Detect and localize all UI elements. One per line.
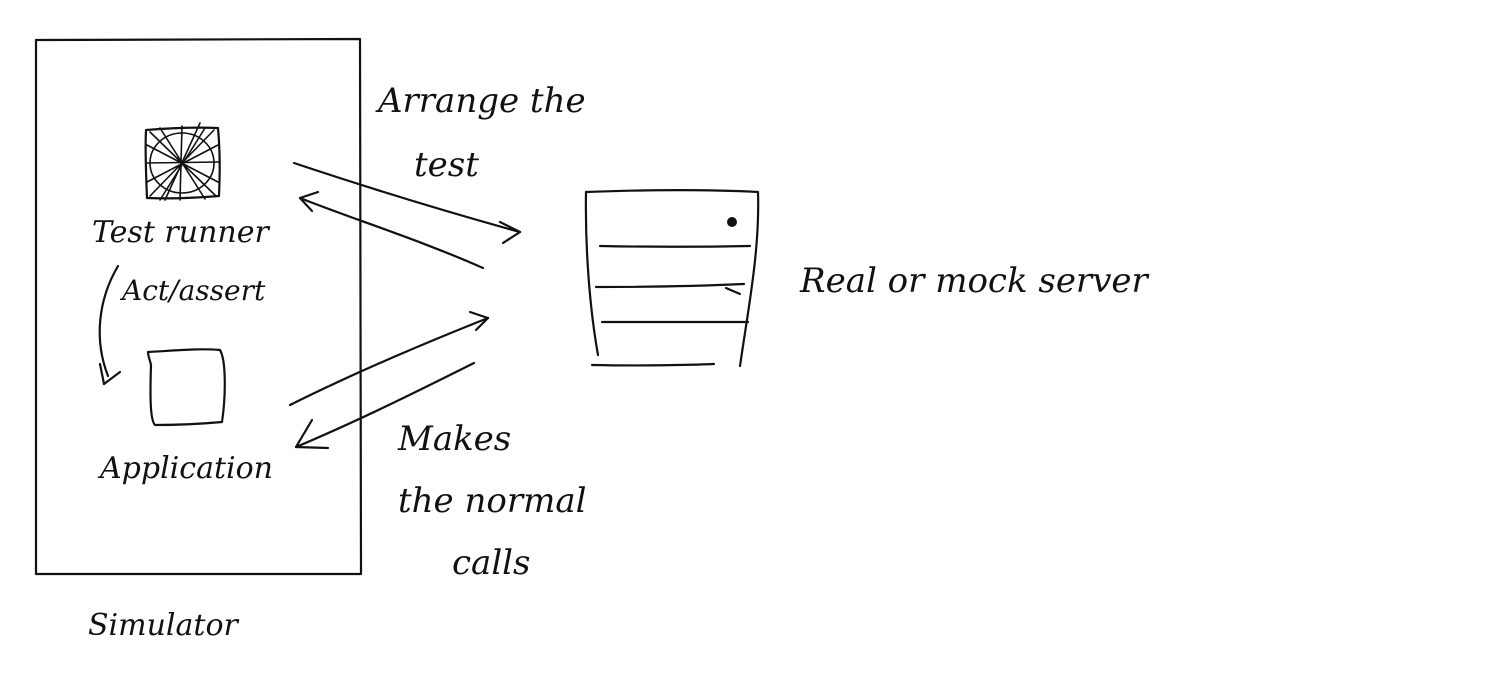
server-label: Real or mock server xyxy=(799,261,1150,301)
application-icon xyxy=(146,348,226,427)
arrange-label-line2: test xyxy=(414,145,479,185)
makes-calls-label-line1: Makes xyxy=(397,419,511,459)
act-assert-label: Act/assert xyxy=(119,274,266,307)
simulator-frame xyxy=(34,37,363,576)
server-led-icon xyxy=(727,217,737,227)
simulator-label: Simulator xyxy=(88,608,240,643)
test-runner-label: Test runner xyxy=(92,215,270,250)
arrange-arrows xyxy=(292,161,522,270)
server-icon xyxy=(584,189,760,368)
application-label: Application xyxy=(97,451,273,486)
act-assert-arrow xyxy=(98,264,122,386)
call-arrows xyxy=(288,310,490,450)
makes-calls-label-line3: calls xyxy=(452,543,531,583)
test-runner-icon xyxy=(144,122,221,201)
arrange-label-line1: Arrange the xyxy=(375,81,586,121)
makes-calls-label-line2: the normal xyxy=(398,481,587,521)
